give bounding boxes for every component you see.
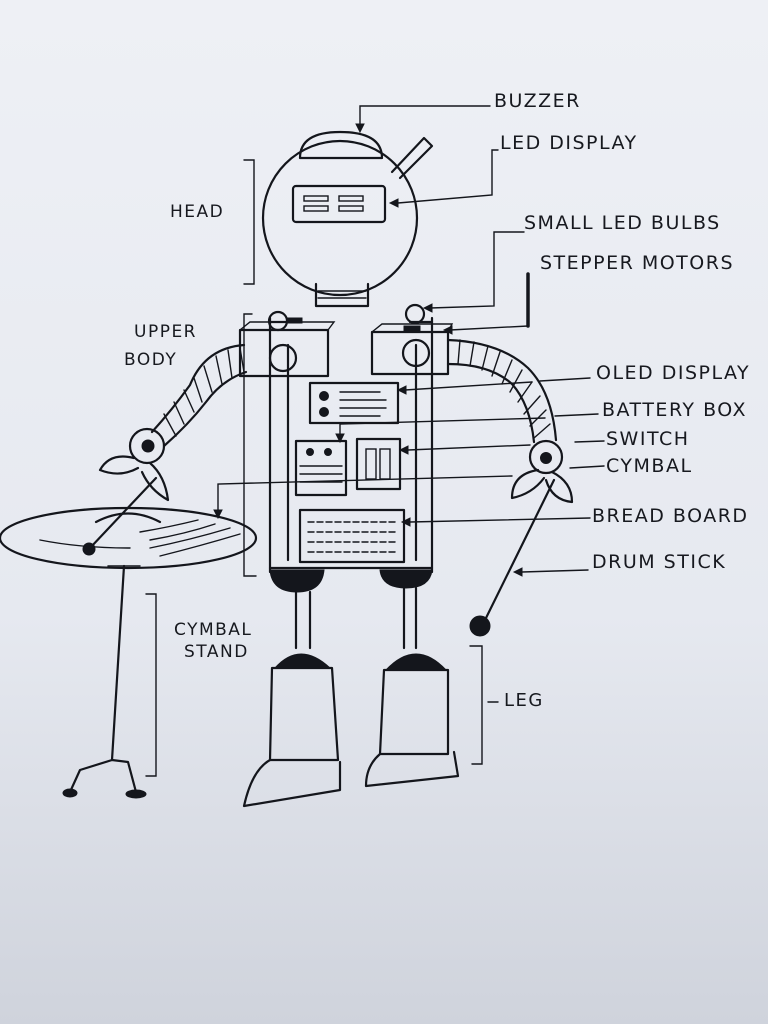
label-led-display: LED DISPLAY — [500, 132, 638, 154]
label-small-led-bulbs: SMALL LED BULBS — [524, 212, 721, 234]
label-leg: LEG — [504, 690, 544, 711]
label-oled-display: OLED DISPLAY — [596, 362, 750, 384]
oled-display-panel — [310, 383, 398, 423]
robot-legs — [244, 570, 458, 806]
label-upper-body-line2: BODY — [124, 350, 177, 370]
label-stepper-motors: STEPPER MOTORS — [540, 252, 734, 274]
stepper-motor-left — [240, 330, 328, 376]
battery-box — [296, 441, 346, 495]
robot-left-arm — [83, 345, 246, 555]
left-boot — [270, 668, 338, 760]
robot-torso — [240, 305, 452, 572]
label-upper-body-line1: UPPER — [134, 322, 197, 342]
robot-right-arm — [448, 340, 572, 636]
cymbal-stand-pole — [112, 566, 124, 760]
label-battery-box: BATTERY BOX — [602, 399, 747, 421]
label-head: HEAD — [170, 202, 224, 222]
label-cymbal: CYMBAL — [606, 455, 693, 477]
label-buzzer: BUZZER — [494, 90, 581, 112]
led-display-panel — [293, 186, 385, 222]
antenna — [392, 138, 432, 178]
bread-board — [300, 510, 404, 562]
label-switch: SWITCH — [606, 428, 690, 450]
label-drum-stick: DRUM STICK — [592, 551, 726, 573]
switch-panel — [357, 439, 400, 489]
stepper-motor-right — [372, 332, 448, 374]
label-bread-board: BREAD BOARD — [592, 505, 749, 527]
label-cymbal-stand-line1: CYMBAL — [174, 620, 252, 640]
label-cymbal-stand-line2: STAND — [184, 642, 249, 662]
right-boot — [380, 670, 448, 754]
robot-head — [263, 132, 432, 306]
drum-stick-tip — [470, 616, 490, 636]
small-led-bulb-right — [406, 305, 424, 323]
